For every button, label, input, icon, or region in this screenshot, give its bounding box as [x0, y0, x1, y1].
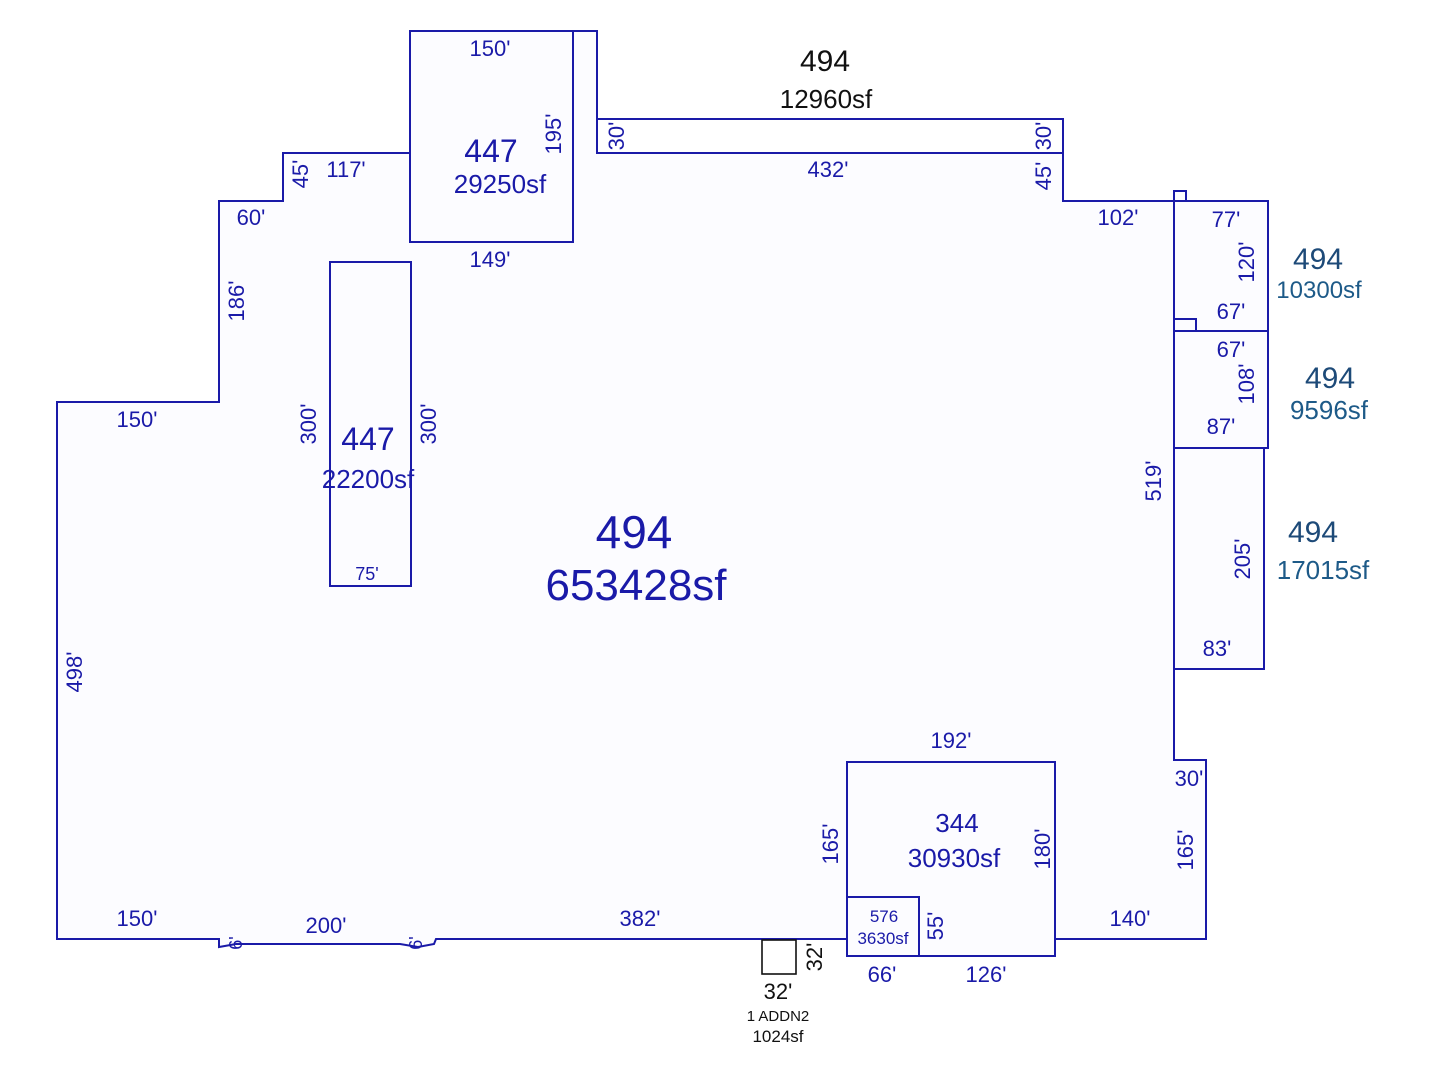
- section-447-top: [409, 30, 574, 243]
- main-code: 494: [596, 506, 673, 558]
- dim-205: 205': [1230, 539, 1255, 580]
- dim-55: 55': [923, 912, 948, 941]
- s344-code: 344: [935, 808, 978, 838]
- dim-149: 149': [470, 247, 511, 272]
- dim-165-b: 165': [1173, 830, 1198, 871]
- s447-left-code: 447: [341, 421, 394, 457]
- dim-83: 83': [1203, 636, 1232, 661]
- dim-108: 108': [1234, 364, 1259, 405]
- s494-r1-area: 10300sf: [1276, 277, 1362, 304]
- addn-label: 1 ADDN2: [747, 1008, 810, 1025]
- dim-300-b: 300': [416, 404, 441, 445]
- dim-432: 432': [808, 157, 849, 182]
- s494-r2-code: 494: [1305, 362, 1355, 395]
- s494-r1-code: 494: [1293, 243, 1343, 276]
- section-494-right-1-tab: [1173, 190, 1187, 201]
- s576-code: 576: [870, 907, 898, 926]
- dim-140: 140': [1110, 906, 1151, 931]
- section-494-right-1: [1173, 200, 1269, 332]
- s344-area: 30930sf: [908, 843, 1001, 873]
- dim-300-a: 300': [296, 404, 321, 445]
- dim-120: 120': [1234, 242, 1259, 283]
- dim-165-a: 165': [818, 824, 843, 865]
- dim-32-b: 32': [802, 943, 827, 972]
- dim-186: 186': [224, 281, 249, 322]
- dim-382: 382': [620, 906, 661, 931]
- dim-150-left: 150': [117, 407, 158, 432]
- section-494-right-3: [1173, 447, 1265, 670]
- dim-45-b: 45': [288, 160, 313, 189]
- s576-area: 3630sf: [857, 929, 908, 948]
- dim-102: 102': [1098, 205, 1139, 230]
- addn-area: 1024sf: [752, 1027, 803, 1046]
- dim-75: 75': [355, 564, 378, 584]
- section-494-top-strip: [596, 118, 1064, 154]
- section-494-right-1-notch: [1174, 318, 1197, 331]
- dim-180: 180': [1030, 829, 1055, 870]
- dim-6-a: 6': [226, 936, 246, 949]
- dim-6-b: 6': [406, 936, 426, 949]
- dim-45-a: 45': [1031, 162, 1056, 191]
- dim-150-top: 150': [470, 36, 511, 61]
- section-447-left: [329, 261, 412, 587]
- dim-60: 60': [237, 205, 266, 230]
- dim-519: 519': [1141, 461, 1166, 502]
- s494-top-code: 494: [800, 45, 850, 78]
- dim-150-bot: 150': [117, 906, 158, 931]
- s494-top-area: 12960sf: [780, 84, 873, 114]
- section-576: [846, 896, 920, 957]
- dim-32-a: 32': [764, 979, 793, 1004]
- dim-66: 66': [868, 962, 897, 987]
- s494-r3-area: 17015sf: [1277, 555, 1370, 585]
- dim-200: 200': [306, 913, 347, 938]
- s494-r3-code: 494: [1288, 516, 1338, 549]
- dim-192: 192': [931, 728, 972, 753]
- dim-77: 77': [1212, 207, 1241, 232]
- dim-498: 498': [62, 652, 87, 693]
- main-area: 653428sf: [545, 561, 727, 610]
- dim-30-c: 30': [1175, 766, 1204, 791]
- s447-top-area: 29250sf: [454, 169, 547, 199]
- s447-top-code: 447: [464, 133, 517, 169]
- dim-67-b: 67': [1217, 337, 1246, 362]
- dim-87: 87': [1207, 414, 1236, 439]
- dim-126: 126': [966, 962, 1007, 987]
- s447-left-area: 22200sf: [322, 464, 415, 494]
- dim-117: 117': [326, 157, 365, 182]
- dim-67-a: 67': [1217, 299, 1246, 324]
- s494-r2-area: 9596sf: [1290, 395, 1369, 425]
- dim-195: 195': [541, 114, 566, 155]
- section-addn2: [761, 939, 797, 975]
- dim-30-a: 30': [604, 122, 629, 151]
- section-494-right-2: [1173, 330, 1269, 449]
- dim-30-b: 30': [1031, 122, 1056, 151]
